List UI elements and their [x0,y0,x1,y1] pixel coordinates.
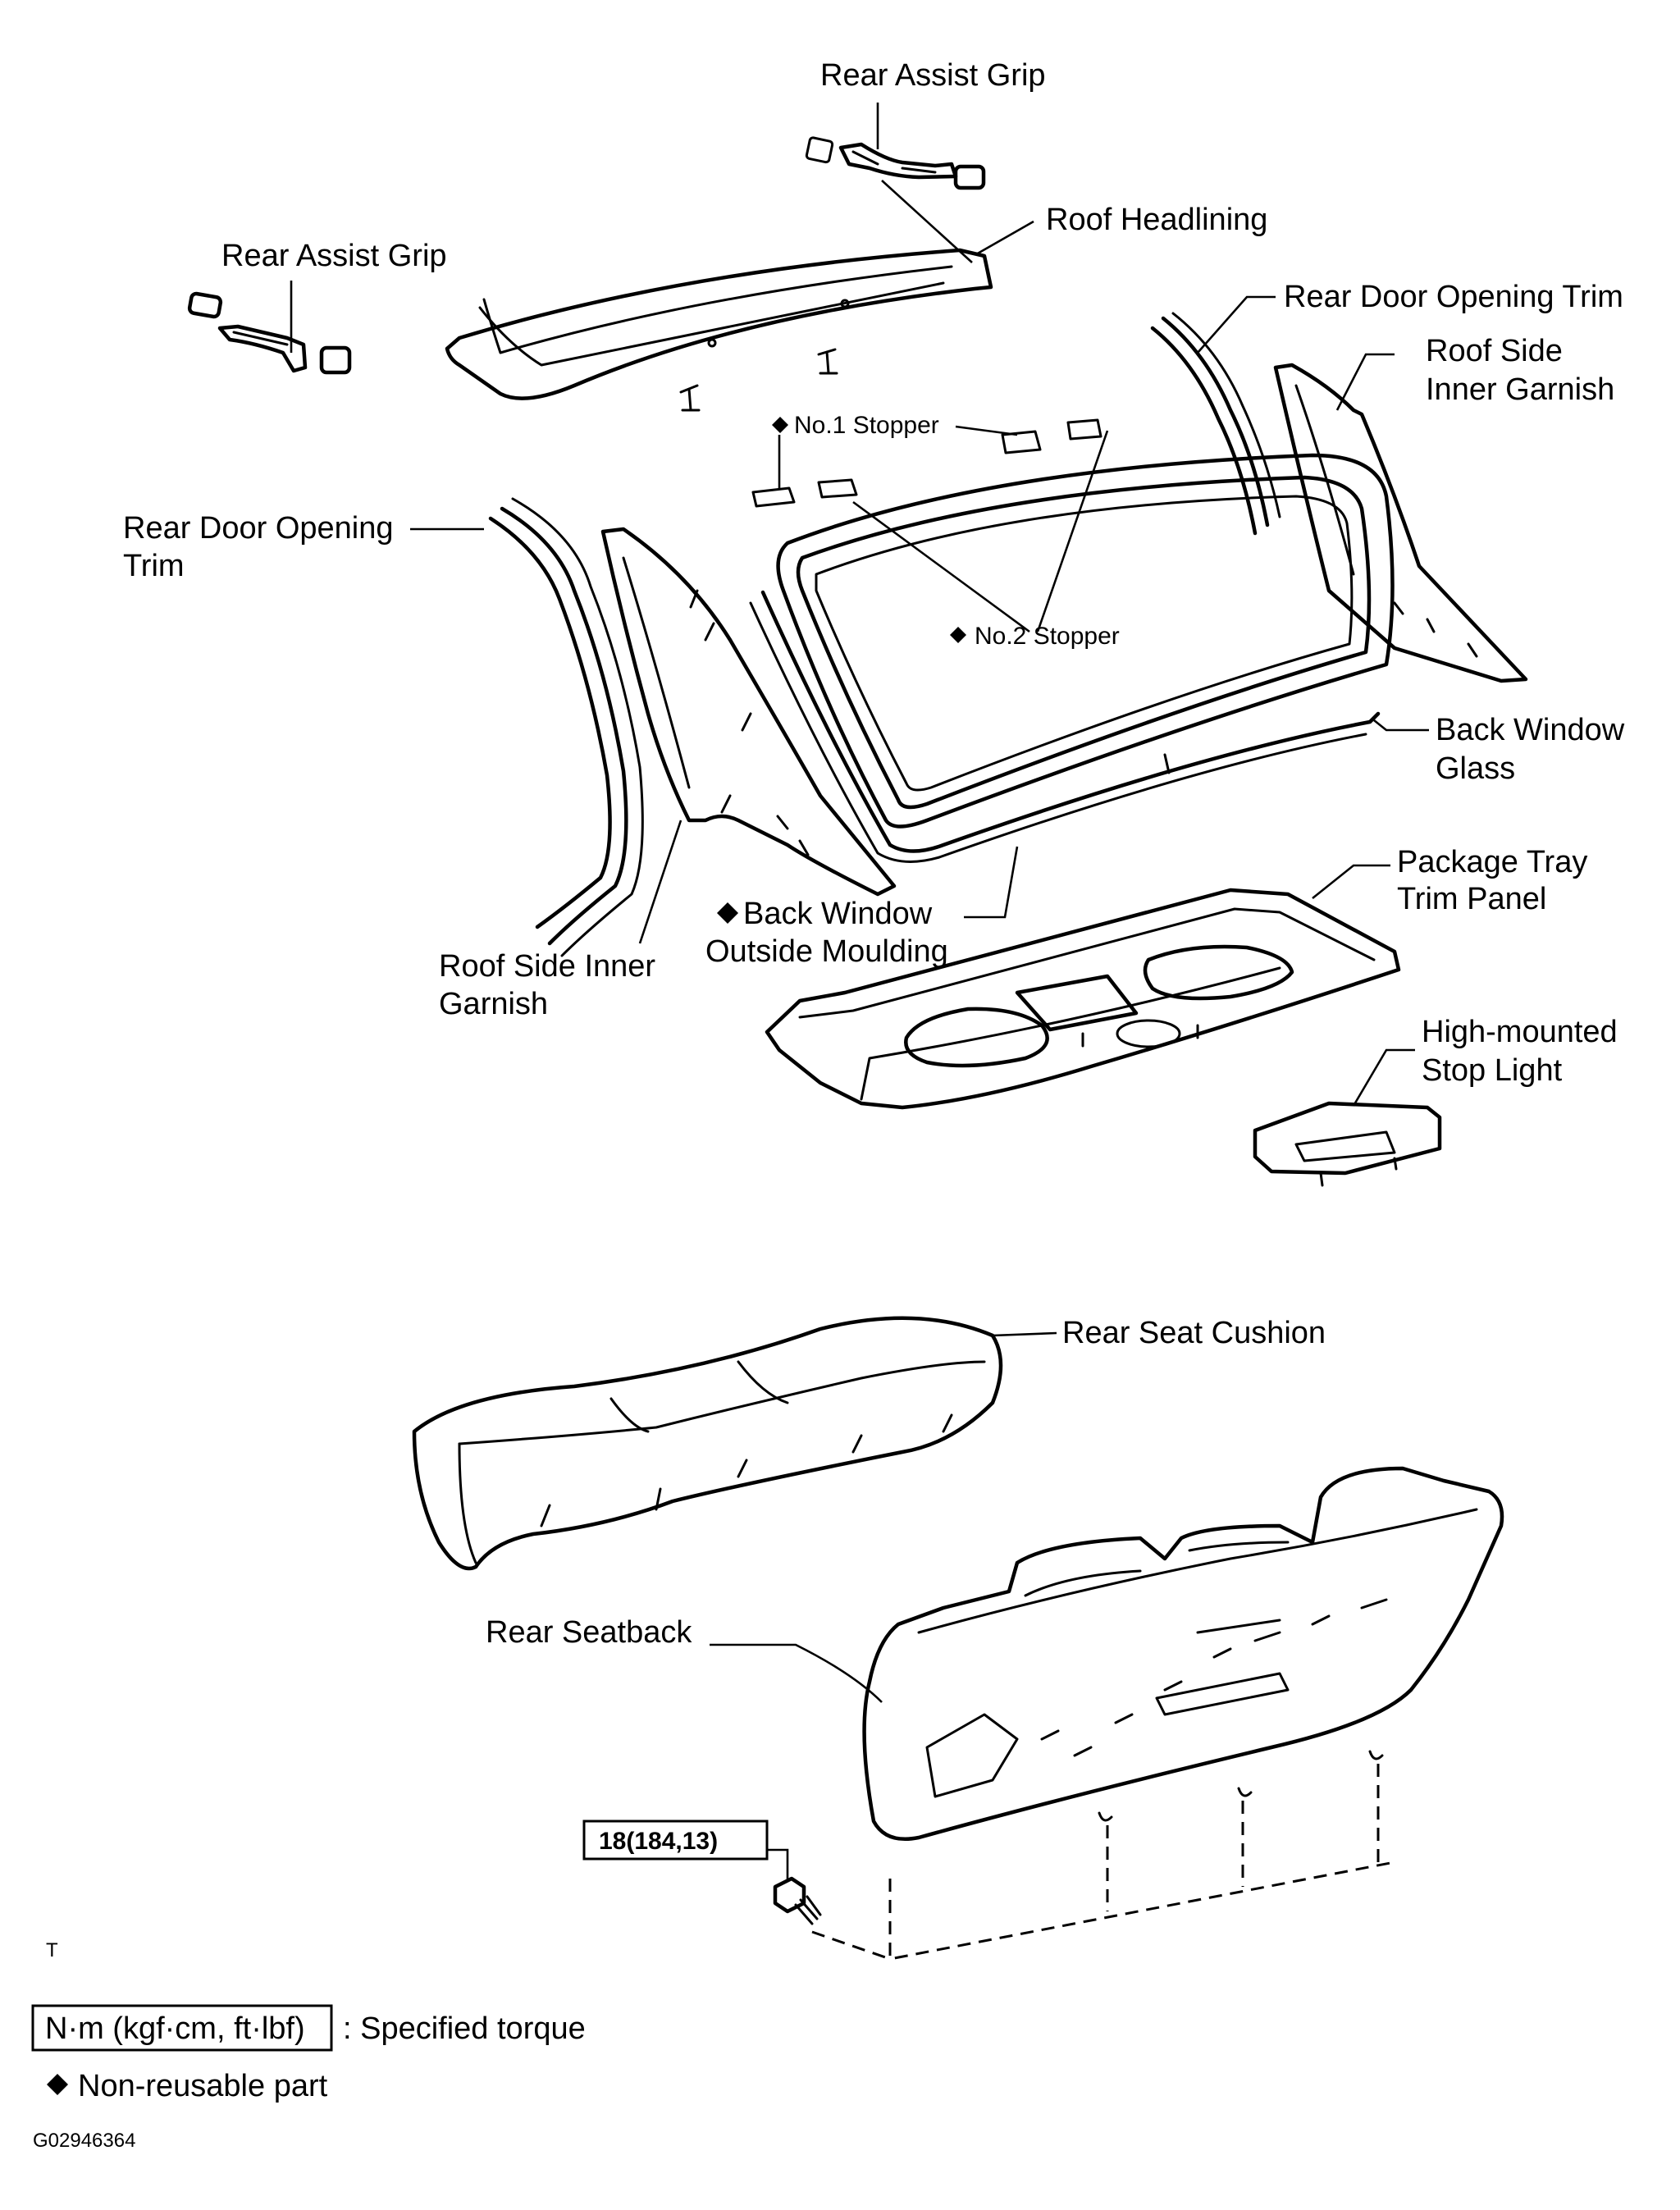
rear-assist-grip-left [187,291,352,375]
label-back-window-moulding-2: Outside Moulding [705,934,948,969]
attachment-guides [811,1764,1395,1961]
corner-mark: T [46,1939,58,1961]
back-window-outside-moulding [749,590,1381,863]
labels: Rear Assist Grip Roof Headlining Rear As… [46,58,1625,1961]
label-roof-side-inner-garnish-right-2: Inner Garnish [1426,372,1614,407]
label-back-window-moulding-1: Back Window [743,897,933,931]
legend-torque-desc: : Specified torque [343,2011,586,2046]
back-window-glass [776,453,1395,829]
package-tray-trim-panel [765,888,1401,1110]
no2-stoppers [751,478,858,508]
label-rear-seatback: Rear Seatback [486,1615,692,1650]
no1-stoppers [1001,418,1102,454]
label-rear-assist-grip-top: Rear Assist Grip [820,58,1046,93]
label-rear-door-opening-trim-right: Rear Door Opening Trim [1284,280,1623,314]
figure-id: G02946364 [33,2130,135,2152]
label-torque-value: 18(184,13) [599,1828,718,1855]
label-no1-stopper: No.1 Stopper [794,412,939,439]
roof-side-inner-garnish-right [1273,363,1528,683]
rear-assist-grip-top [805,136,986,190]
bolt [773,1876,822,1925]
label-rear-door-opening-trim-left-1: Rear Door Opening [123,511,394,546]
diamond-icon [772,417,788,433]
legend: N·m (kgf·cm, ft·lbf) : Specified torque … [31,2004,586,2152]
label-roof-headlining: Roof Headlining [1046,203,1267,237]
roof-headlining [445,248,993,412]
leader-lines [290,103,1429,1880]
label-rear-door-opening-trim-left-2: Trim [123,549,185,583]
label-roof-side-inner-garnish-left-1: Roof Side Inner [439,949,655,984]
legend-torque-box [31,2004,333,2052]
high-mounted-stop-light [1253,1101,1442,1187]
rear-door-opening-trim-left [488,497,644,957]
diamond-icon [950,627,966,643]
diamond-icon [47,2074,68,2095]
label-rear-assist-grip-left: Rear Assist Grip [221,239,447,273]
label-roof-side-inner-garnish-left-2: Garnish [439,987,548,1021]
label-high-mounted-2: Stop Light [1422,1053,1563,1088]
legend-torque-unit: N·m (kgf·cm, ft·lbf) [45,2011,305,2046]
rear-seat-cushion [412,1316,1003,1571]
label-no2-stopper: No.2 Stopper [975,623,1120,650]
label-back-window-glass-2: Glass [1436,751,1515,786]
label-back-window-glass-1: Back Window [1436,713,1625,747]
torque-box [582,1820,769,1861]
label-rear-seat-cushion: Rear Seat Cushion [1062,1316,1326,1350]
legend-nonreusable-desc: Non-reusable part [78,2069,328,2103]
diamond-icon [717,902,738,924]
rear-seatback [862,1466,1504,1842]
label-package-tray-2: Trim Panel [1397,882,1546,916]
label-high-mounted-1: High-mounted [1422,1015,1618,1049]
label-package-tray-1: Package Tray [1397,845,1587,879]
roof-side-inner-garnish-left [600,527,897,897]
label-roof-side-inner-garnish-right-1: Roof Side [1426,334,1563,368]
